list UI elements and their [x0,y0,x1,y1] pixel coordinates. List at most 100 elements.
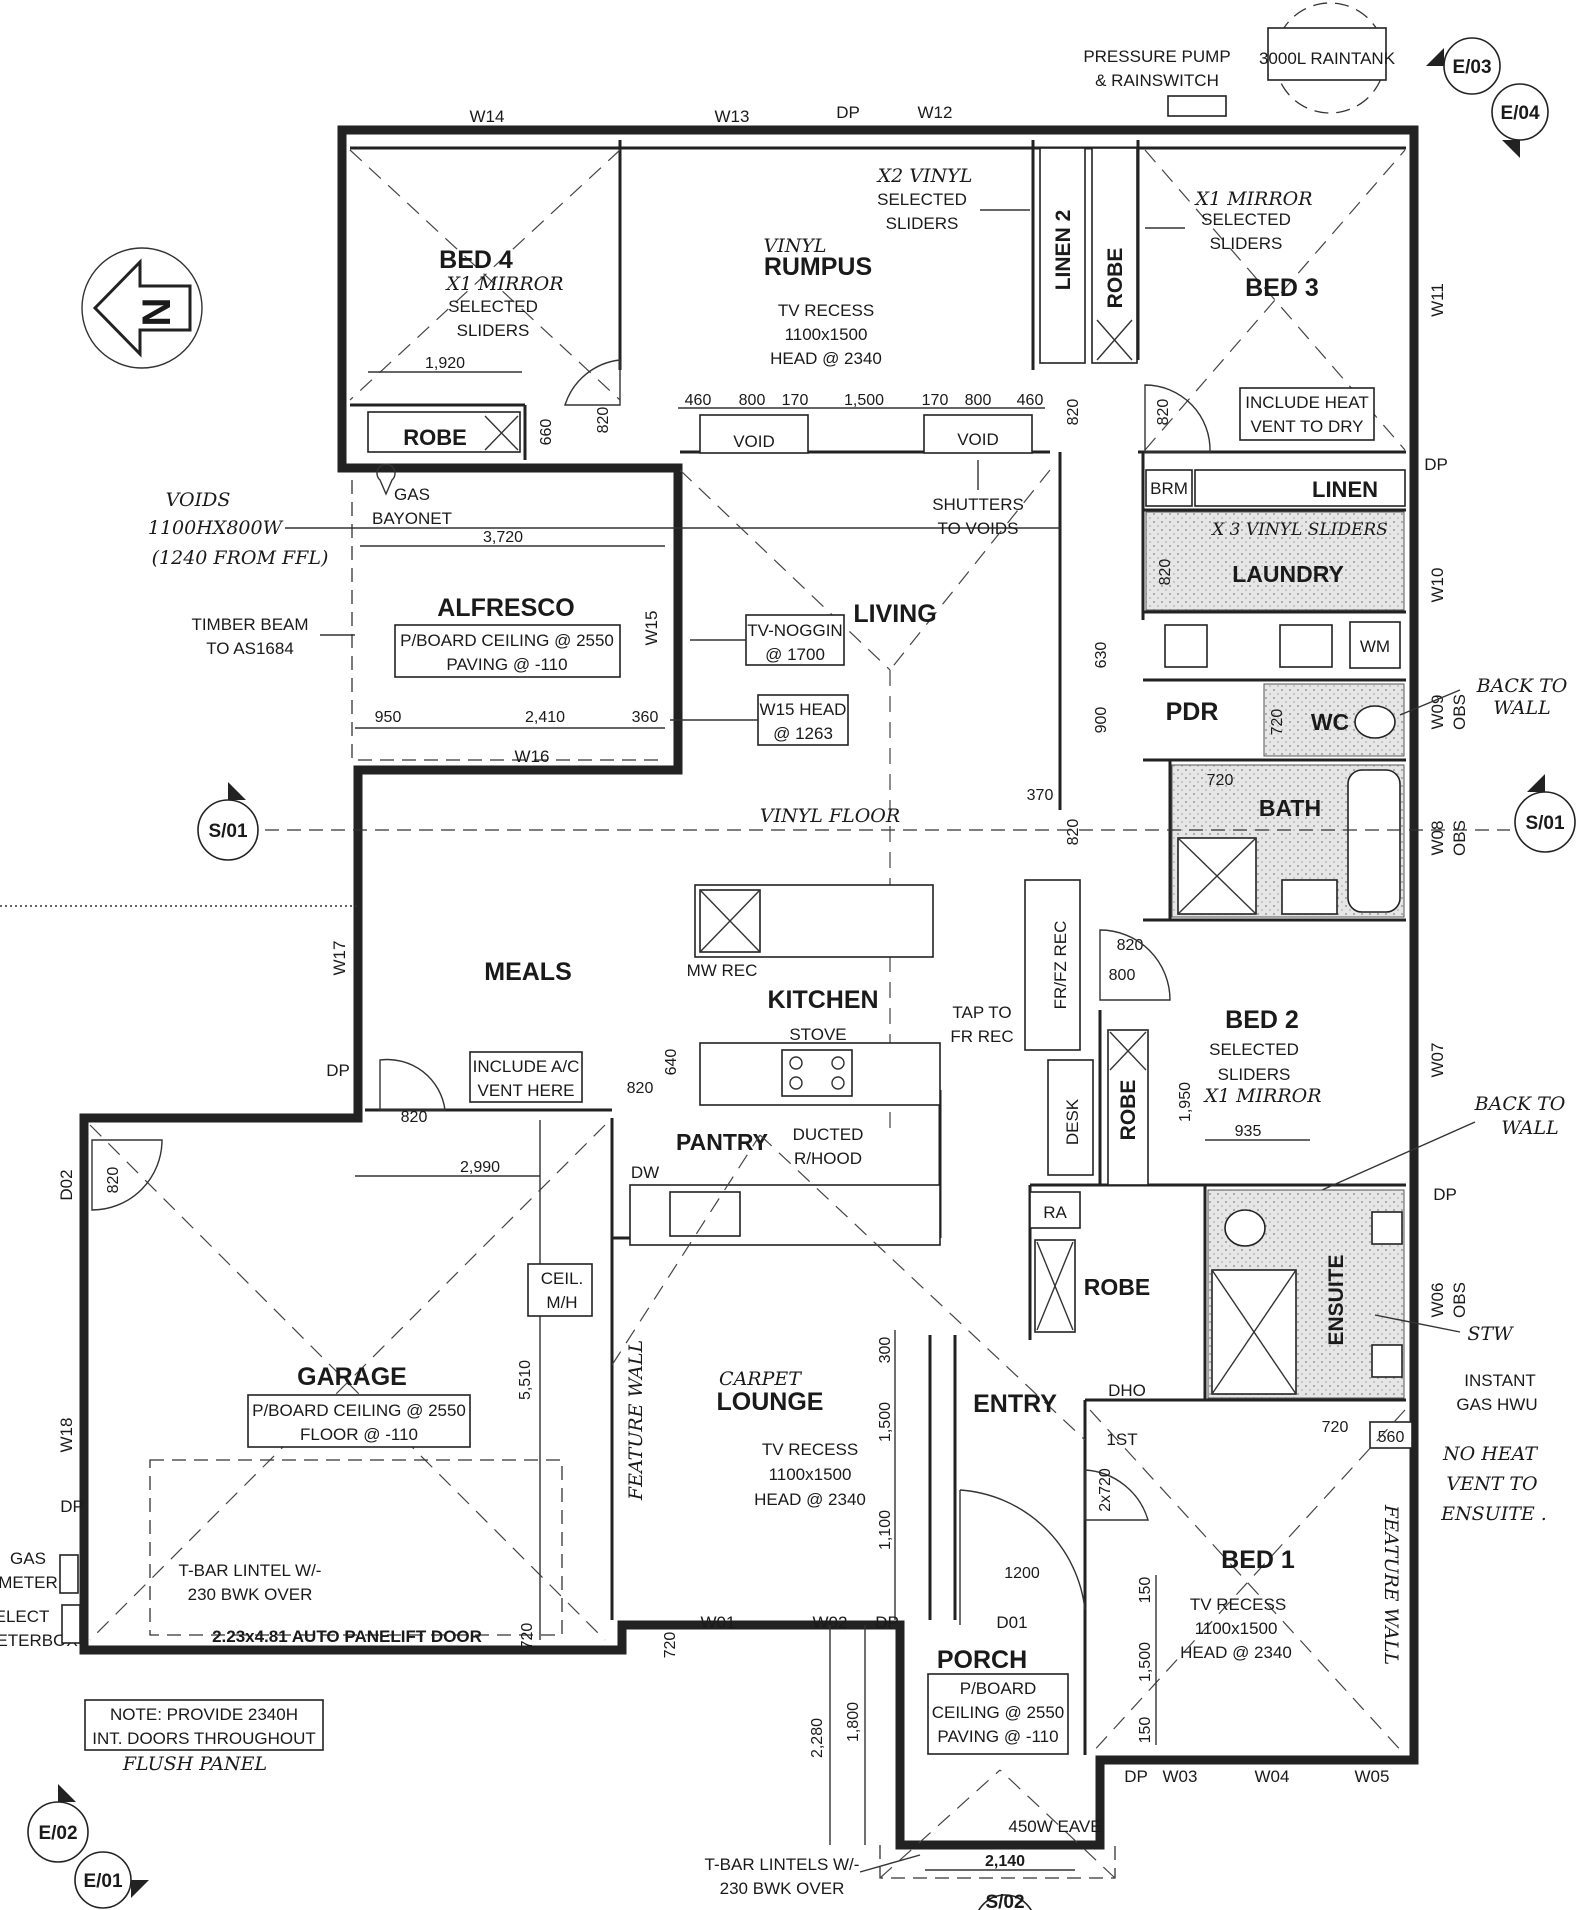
section-tag-s02[interactable]: S/02 [975,1892,1035,1910]
bath-label: BATH [1259,795,1321,821]
bed2-door[interactable] [1099,929,1171,1001]
dim-170-left: 170 [782,392,809,409]
section-tag-e03[interactable]: E/03 [1426,37,1501,95]
north-letter: N [135,298,179,327]
stove-label: STOVE [789,1025,846,1044]
brm-cupboard[interactable] [1145,469,1193,507]
dim-820-bed4: 820 [595,407,612,434]
dim-560-box [1369,1421,1413,1449]
void-right[interactable] [923,414,1033,454]
dim-1920: 1,920 [425,355,465,372]
garage-door-d02[interactable] [91,1139,163,1211]
linen-cupboard[interactable] [1194,469,1406,507]
section-tag-e01[interactable]: E/01 [74,1851,149,1909]
tbar-lintel-1: T-BAR LINTEL W/- [179,1561,322,1580]
raintank-label: 3000L RAINTANK [1259,49,1396,68]
rumpus-vinyl-note: VINYL [763,235,826,257]
ac-vent-2: VENT HERE [478,1081,575,1100]
linen2-cupboard[interactable] [1039,147,1086,364]
kitchen-label: KITCHEN [767,986,878,1014]
entry-front-door[interactable] [959,1489,1086,1625]
dim-150-top: 150 [1137,1577,1154,1604]
tbar-lintels-1: T-BAR LINTELS W/- [705,1855,860,1874]
void-left[interactable] [699,414,809,454]
section-tag-s01-right[interactable]: S/01 [1514,774,1576,853]
fr-fz-rec-label: FR/FZ REC [1051,921,1070,1010]
lounge-tv-head: HEAD @ 2340 [754,1490,866,1509]
bed1-door[interactable] [1084,1469,1149,1521]
timber-beam-1: TIMBER BEAM [191,615,308,634]
dim-560: 560 [1378,1429,1405,1446]
window-w07: W07 [1428,1043,1447,1078]
brm-label: BRM [1150,479,1188,498]
gas-bayonet-2: BAYONET [372,509,452,528]
ra-label: RA [1043,1203,1067,1222]
bed2-label: BED 2 [1225,1006,1299,1034]
tbar-lintels-2: 230 BWK OVER [720,1879,845,1898]
back-to-wall-1a: BACK TO [1476,675,1568,697]
instant-gas-1: INSTANT [1464,1371,1535,1390]
dim-720-bath: 720 [1207,772,1234,789]
note-1: NOTE: PROVIDE 2340H [110,1705,298,1724]
dim-2x720: 2x720 [1097,1468,1114,1512]
window-w03: W03 [1163,1767,1198,1786]
bed4-robe[interactable] [367,411,521,453]
elect-2: METERBOX [0,1631,78,1650]
bed2-robe[interactable] [1107,1029,1149,1186]
note-2: INT. DOORS THROUGHOUT [92,1729,316,1748]
window-w15: W15 [642,611,661,646]
meterbox [61,1604,81,1644]
vinyl-floor-note: VINYL FLOOR [760,805,900,827]
rainswitch-label: & RAINSWITCH [1095,71,1219,90]
ducted-2: R/HOOD [794,1149,862,1168]
dim-720-lounge: 720 [662,1632,679,1659]
window-w02: W02 [813,1613,848,1632]
north-arrow-circle [81,247,203,369]
dim-3720: 3,720 [483,529,523,546]
gas-meter-box [59,1554,79,1594]
note-box [84,1699,324,1751]
dim-900: 900 [1093,707,1110,734]
dp-left-kitchen: DP [326,1061,350,1080]
x3-vinyl-sliders: X 3 VINYL SLIDERS [1210,520,1388,540]
tv-noggin-box [745,614,845,666]
dim-820-pantry: 820 [627,1080,654,1097]
dim-2990: 2,990 [460,1159,500,1176]
panelift-door: 2.23x4.81 AUTO PANELIFT DOOR [212,1627,482,1646]
bed2-selected: SELECTED [1209,1040,1299,1059]
dim-800-fr: 800 [1109,967,1136,984]
section-tag-e04[interactable]: E/04 [1491,83,1549,158]
section-tag-e02[interactable]: E/02 [27,1784,89,1863]
bed3-door[interactable] [1144,384,1211,453]
alfresco-ceiling: P/BOARD CEILING @ 2550 [400,631,614,650]
rumpus-tv-recess: TV RECESS [778,301,874,320]
bed4-door[interactable] [564,359,621,406]
wc-label: WC [1311,709,1349,735]
desk [1047,1059,1094,1176]
meals-label: MEALS [484,958,572,986]
ceil-mh-2: M/H [546,1293,577,1312]
dim-370: 370 [1027,787,1054,804]
linen-label: LINEN [1312,477,1378,502]
cooktop [781,1049,853,1097]
mw-rec-label: MW REC [687,961,758,980]
feature-wall-lounge: FEATURE WALL [625,1340,647,1501]
dim-360: 360 [632,709,659,726]
pantry-door-left[interactable] [379,1058,446,1111]
tbar-lintel-2: 230 BWK OVER [188,1585,313,1604]
outer-wall [79,125,1419,1850]
entry-label: ENTRY [973,1390,1057,1418]
fridge-recess [1024,879,1081,1051]
dim-1950: 1,950 [1177,1082,1194,1122]
section-tag-s01-left[interactable]: S/01 [197,782,259,861]
bed3-selected: SELECTED [1201,210,1291,229]
laundry-tub [1279,624,1333,668]
pressure-pump-box [1167,95,1227,117]
gas-meter-2: METER [0,1573,58,1592]
dim-820-living: 820 [1065,819,1082,846]
svg-text:E/04: E/04 [1500,103,1540,124]
svg-text:S/01: S/01 [1525,813,1565,834]
bed3-robe[interactable] [1091,147,1138,364]
w15-head-2: @ 1263 [773,724,833,743]
